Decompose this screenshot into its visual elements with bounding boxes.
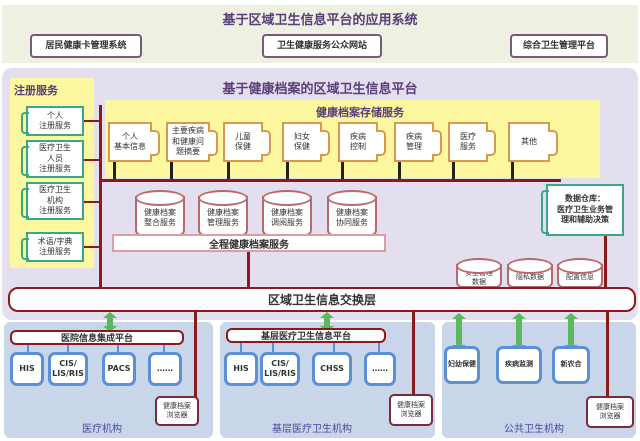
storage-title: 健康档案存储服务 xyxy=(316,106,404,119)
app-health-card[interactable]: 居民健康卡管理系统 xyxy=(30,34,142,58)
service-integration: 健康档案 整合服务 xyxy=(135,190,185,236)
hospital-more: …… xyxy=(148,352,182,386)
registration-bus xyxy=(99,105,102,290)
app-layer-title: 基于区域卫生信息平台的应用系统 xyxy=(222,13,418,28)
reg-staff[interactable]: 医疗卫生 人员 注册服务 xyxy=(21,140,84,178)
data-warehouse: 数据仓库： 医疗卫生业务管 理和辅助决策 xyxy=(541,184,624,236)
primary-cis: CIS/ LIS/RIS xyxy=(260,352,300,386)
hospital-cis: CIS/ LIS/RIS xyxy=(48,352,88,386)
public-browser[interactable]: 健康档案 浏览器 xyxy=(586,396,634,428)
support-config: 配置信息 xyxy=(557,258,603,288)
storage-personal: 个人 基本信息 xyxy=(108,122,160,162)
public-mch: 妇幼保健 xyxy=(444,346,480,384)
service-retrieval: 健康档案 调阅服务 xyxy=(262,190,312,236)
hospital-pacs: PACS xyxy=(102,352,136,386)
registration-title: 注册服务 xyxy=(14,84,58,97)
primary-chss: CHSS xyxy=(312,352,352,386)
service-collaboration: 健康档案 协同服务 xyxy=(327,190,377,236)
full-health-record-service: 全程健康档案服务 xyxy=(112,234,386,252)
public-ncms: 新农合 xyxy=(552,346,590,384)
storage-disease-summary: 主要疾病 和健康问 题摘要 xyxy=(166,122,218,162)
reg-org[interactable]: 医疗卫生 机构 注册服务 xyxy=(21,182,84,220)
arrow-primary xyxy=(320,312,334,332)
storage-bus xyxy=(100,179,561,182)
support-security: 安全管理 数据 xyxy=(456,258,502,288)
support-privacy: 隐私数据 xyxy=(507,258,553,288)
service-management: 健康档案 管理服务 xyxy=(198,190,248,236)
storage-women: 妇女 保健 xyxy=(282,122,330,162)
arrow-mch xyxy=(452,313,466,351)
app-management-platform[interactable]: 综合卫生管理平台 xyxy=(510,34,608,58)
public-disease-monitoring: 疾病监测 xyxy=(496,346,542,384)
platform-title: 基于健康档案的区域卫生信息平台 xyxy=(222,82,418,97)
hospital-label: 医疗机构 xyxy=(82,424,122,435)
arrow-disease xyxy=(512,313,526,351)
storage-medical: 医疗 服务 xyxy=(448,122,496,162)
public-label: 公共卫生机构 xyxy=(504,424,564,435)
hospital-his: HIS xyxy=(10,352,44,386)
arrow-hospital xyxy=(103,312,117,332)
primary-his: HIS xyxy=(224,352,258,386)
hospital-platform: 医院信息集成平台 xyxy=(10,330,184,345)
reg-person[interactable]: 个人 注册服务 xyxy=(21,106,84,136)
primary-more: …… xyxy=(364,352,396,386)
app-public-website[interactable]: 卫生健康服务公众网站 xyxy=(262,34,382,58)
arrow-ncms xyxy=(564,313,578,351)
storage-child: 儿童 保健 xyxy=(223,122,271,162)
storage-disease-mgmt: 疾病 管理 xyxy=(394,122,442,162)
reg-terminology[interactable]: 术语/字典 注册服务 xyxy=(21,232,84,262)
primary-platform: 基层医疗卫生信息平台 xyxy=(226,328,386,343)
primary-browser[interactable]: 健康档案 浏览器 xyxy=(389,394,433,426)
storage-other: 其他 xyxy=(508,122,558,162)
hospital-browser[interactable]: 健康档案 浏览器 xyxy=(155,396,199,426)
exchange-layer: 区域卫生信息交换层 xyxy=(8,287,636,312)
primary-label: 基层医疗卫生机构 xyxy=(272,424,352,435)
storage-disease-control: 疾病 控制 xyxy=(338,122,386,162)
